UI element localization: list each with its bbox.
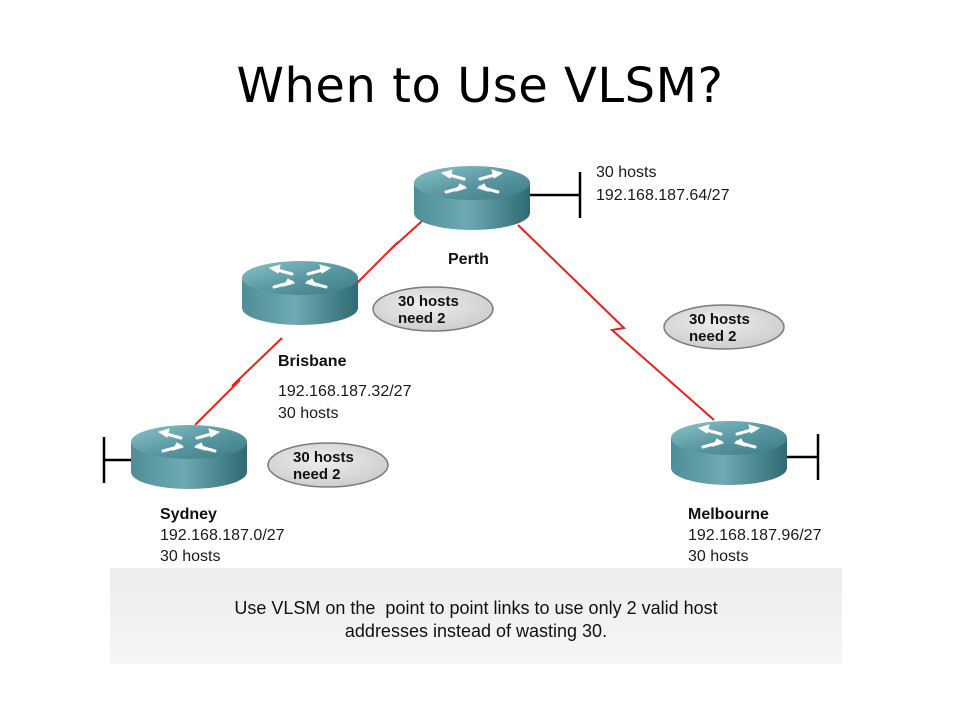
- router-label-sydney: Sydney: [160, 506, 217, 523]
- link-sydney-brisbane: [194, 337, 283, 426]
- note-line-2: need 2: [689, 328, 737, 345]
- link-brisbane-perth: [354, 211, 433, 286]
- melbourne-hosts: 30 hosts: [688, 548, 748, 565]
- note-line-2: need 2: [398, 310, 446, 327]
- router-sydney[interactable]: [129, 423, 249, 491]
- sydney-subnet: 192.168.187.0/27: [160, 527, 285, 544]
- router-icon: [412, 164, 532, 232]
- caption-line-1: Use VLSM on the point to point links to …: [234, 598, 718, 618]
- note-sydney-brisbane: 30 hosts need 2: [267, 442, 389, 488]
- note-line-2: need 2: [293, 466, 341, 483]
- router-label-perth: Perth: [448, 251, 489, 268]
- router-label-melbourne: Melbourne: [688, 506, 769, 523]
- note-line-1: 30 hosts: [398, 293, 459, 310]
- slide-title: When to Use VLSM?: [236, 58, 724, 114]
- router-melbourne[interactable]: [669, 419, 789, 487]
- note-line-1: 30 hosts: [689, 311, 750, 328]
- note-brisbane-perth: 30 hosts need 2: [372, 286, 494, 332]
- sydney-hosts: 30 hosts: [160, 548, 220, 565]
- router-perth[interactable]: [412, 164, 532, 232]
- caption-panel: [110, 568, 842, 664]
- router-brisbane[interactable]: [240, 259, 360, 327]
- perth-hosts: 30 hosts: [596, 164, 656, 181]
- router-icon: [129, 423, 249, 491]
- note-perth-melbourne: 30 hosts need 2: [663, 304, 785, 350]
- link-perth-melbourne: [517, 224, 715, 421]
- router-icon: [669, 419, 789, 487]
- lan-segment-perth: [528, 172, 582, 218]
- brisbane-hosts: 30 hosts: [278, 405, 338, 422]
- router-icon: [240, 259, 360, 327]
- lan-segment-melbourne: [784, 434, 820, 480]
- caption-line-2: addresses instead of wasting 30.: [344, 621, 608, 641]
- perth-subnet: 192.168.187.64/27: [596, 187, 730, 204]
- brisbane-subnet: 192.168.187.32/27: [278, 383, 412, 400]
- melbourne-subnet: 192.168.187.96/27: [688, 527, 822, 544]
- caption-text: Use VLSM on the point to point links to …: [110, 597, 842, 643]
- router-label-brisbane: Brisbane: [278, 353, 347, 370]
- note-line-1: 30 hosts: [293, 449, 354, 466]
